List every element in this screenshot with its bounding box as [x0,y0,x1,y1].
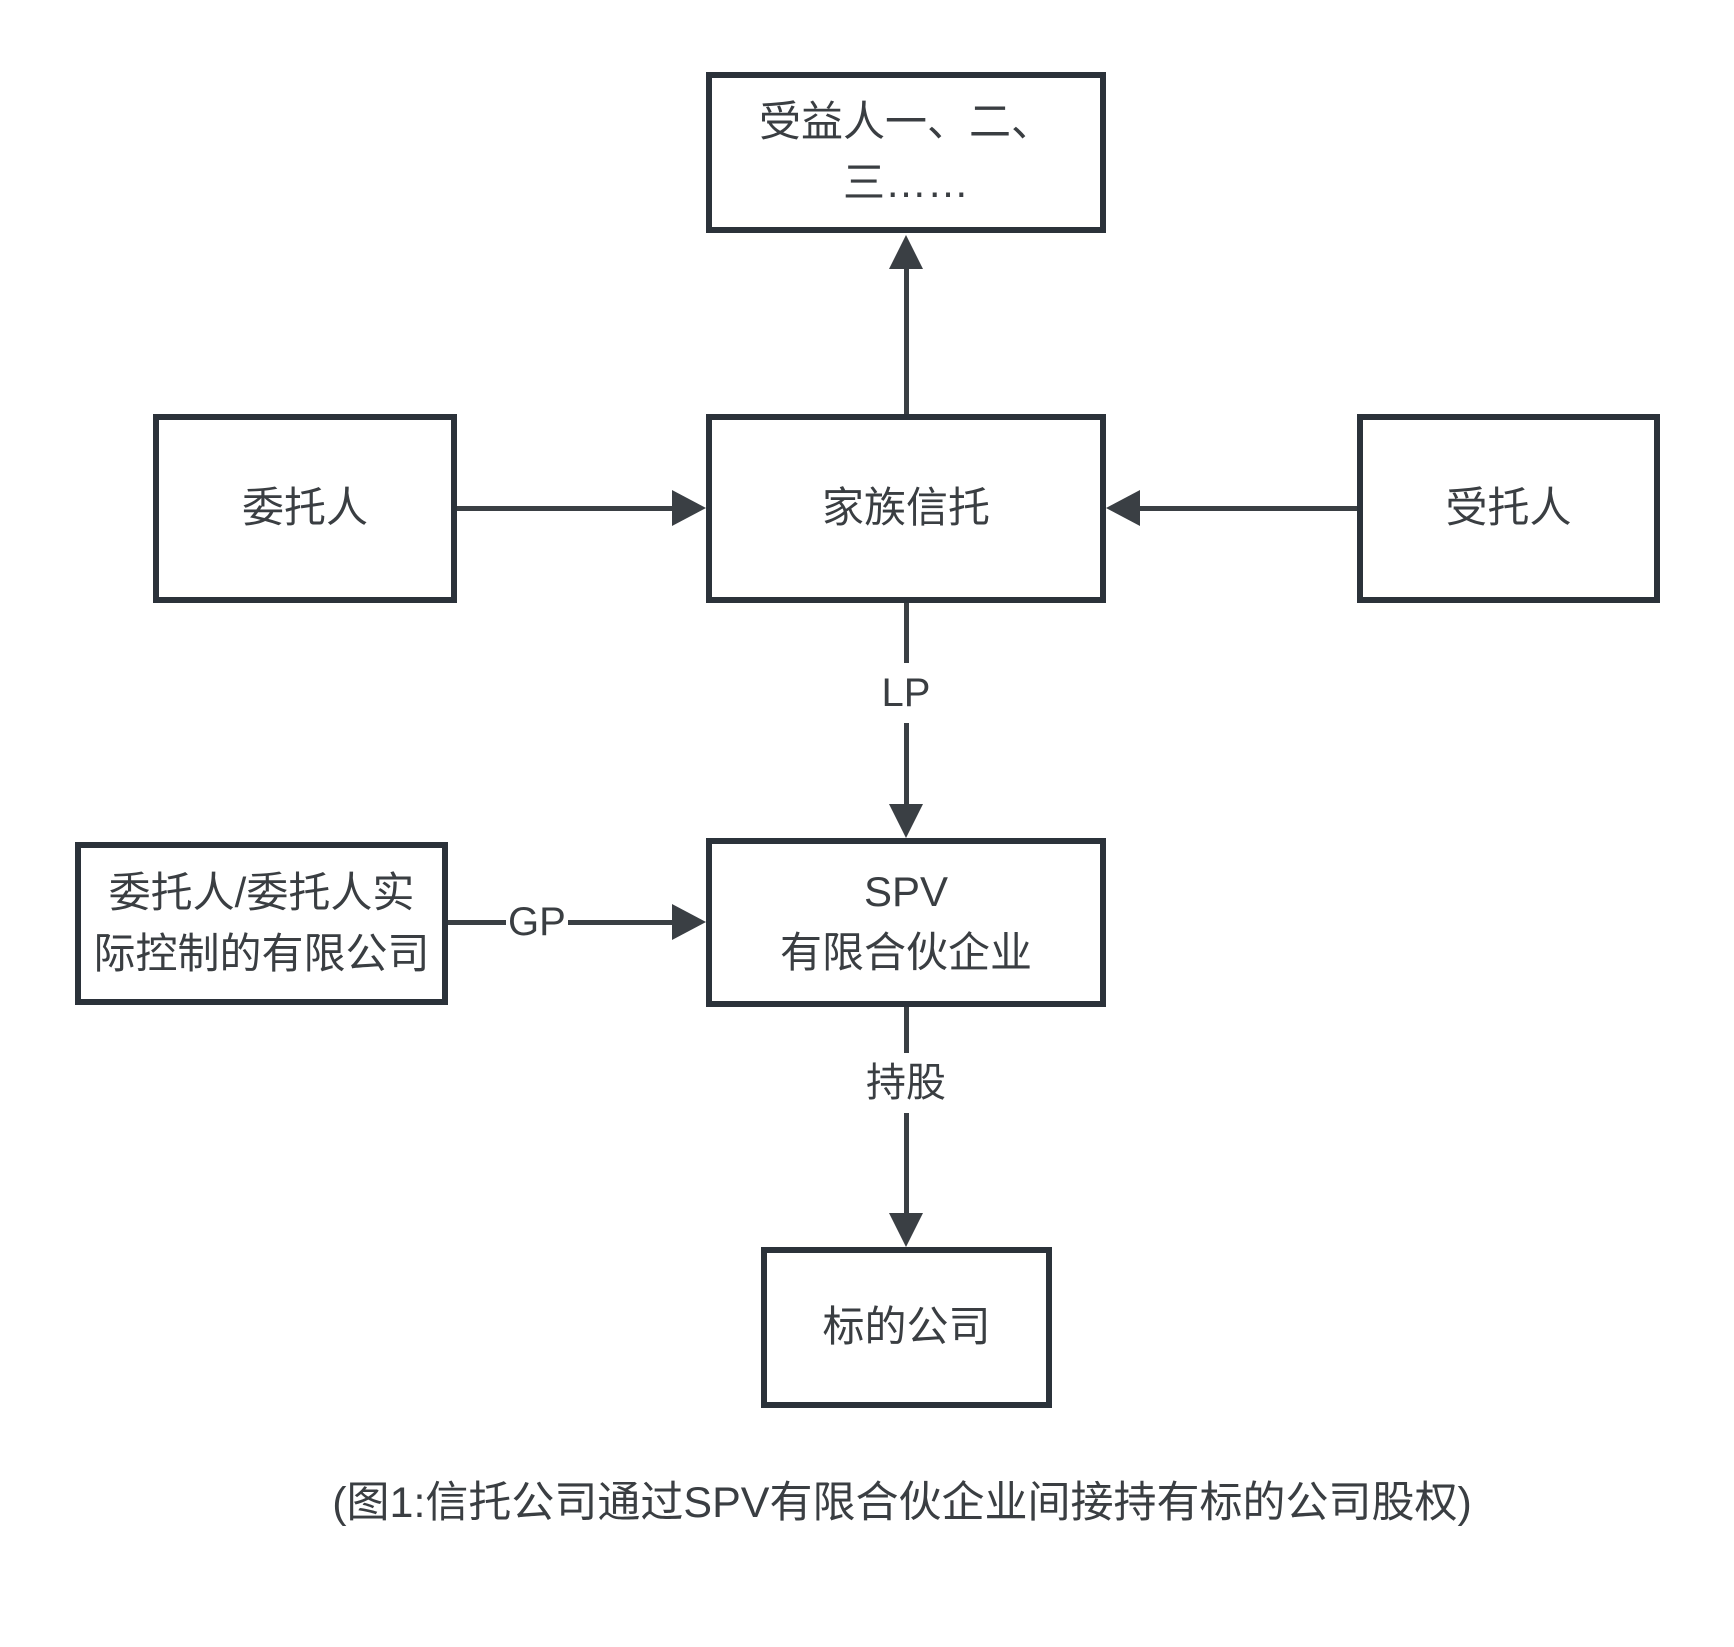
arrowhead-up-icon [889,235,923,269]
node-settlor: 委托人 [153,414,457,603]
node-beneficiaries: 受益人一、二、 三…… [706,72,1106,233]
arrowhead-down-icon [889,1213,923,1247]
arrow-spv-to-target: 持股 [866,1007,946,1247]
arrow-settlor-gp-to-spv: GP [448,886,706,958]
edge-label-lp: LP [881,671,931,715]
node-target-company: 标的公司 [761,1247,1052,1408]
arrow-stem [903,1113,909,1213]
arrowhead-right-icon [672,904,706,940]
arrow-stem [448,919,506,925]
edge-label-holding: 持股 [866,1061,946,1105]
arrow-stem [567,919,672,925]
arrow-stem [903,1007,909,1053]
arrow-trust-to-spv: LP [878,603,934,838]
arrow-stem [457,505,672,511]
arrow-stem [903,269,909,414]
arrow-stem [903,603,909,663]
arrow-trustee-to-trust [1106,490,1357,526]
diagram-caption: (图1:信托公司通过SPV有限合伙企业间接持有标的公司股权) [332,1479,1472,1527]
arrow-settlor-to-trust [457,490,706,526]
node-settlor-gp-company: 委托人/委托人实 际控制的有限公司 [75,842,448,1005]
arrow-trust-to-beneficiaries [888,235,924,414]
arrowhead-left-icon [1106,490,1140,526]
arrow-stem [1140,505,1357,511]
node-family-trust: 家族信托 [706,414,1106,603]
arrowhead-right-icon [672,490,706,526]
node-spv-limited-partnership: SPV 有限合伙企业 [706,838,1106,1007]
arrow-stem [903,723,909,804]
edge-label-gp: GP [508,900,566,944]
node-trustee: 受托人 [1357,414,1660,603]
arrowhead-down-icon [889,804,923,838]
